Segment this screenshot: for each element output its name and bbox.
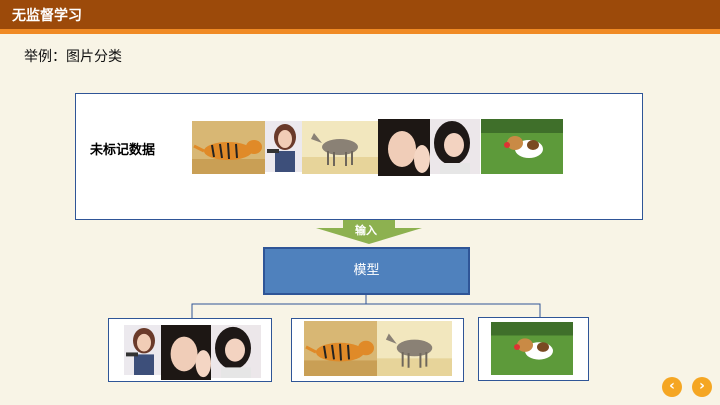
chevron-left-icon: ‹ — [669, 378, 675, 394]
girl-smiling-image — [430, 119, 480, 174]
slide-title: 无监督学习 — [12, 8, 82, 24]
girl-with-gun-image — [124, 325, 161, 375]
subtitle: 举例：图片分类 — [24, 49, 122, 65]
girl-with-gun-image — [265, 121, 302, 172]
model-box: 模型 — [263, 247, 470, 295]
donkey-image — [302, 121, 378, 174]
girl-waving-image — [378, 119, 430, 176]
puppy-image — [491, 322, 573, 375]
next-button[interactable]: › — [692, 377, 712, 397]
girl-smiling-image — [211, 325, 261, 378]
girl-waving-image — [161, 325, 211, 380]
title-accent-line — [0, 29, 720, 34]
input-arrow-label: 输入 — [355, 224, 377, 237]
tiger-image — [192, 121, 265, 174]
tiger-image — [304, 321, 377, 376]
chevron-right-icon: › — [699, 378, 705, 394]
unlabeled-data-label: 未标记数据 — [90, 143, 156, 158]
donkey-image — [377, 321, 452, 376]
previous-button[interactable]: ‹ — [662, 377, 682, 397]
title-bar: 无监督学习 — [0, 0, 720, 29]
cluster-connector — [191, 294, 541, 320]
puppy-image — [481, 119, 563, 174]
input-arrow — [316, 220, 422, 244]
